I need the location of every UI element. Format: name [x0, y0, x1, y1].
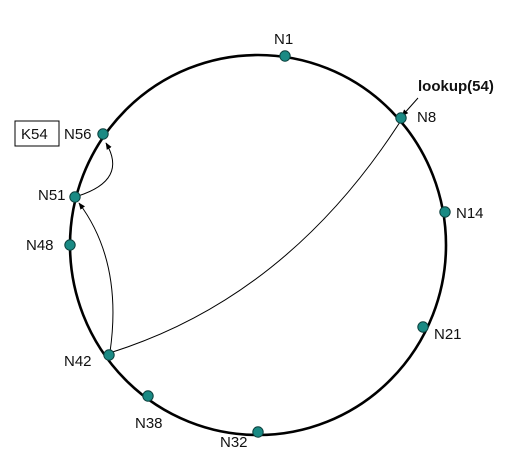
node-label: N1 — [274, 31, 293, 48]
node-n21: N21 — [417, 321, 462, 343]
node-label: N38 — [135, 415, 163, 432]
node-label: N51 — [38, 187, 66, 204]
node-n1: N1 — [274, 31, 293, 62]
key-box — [14, 120, 60, 147]
node-label: N48 — [26, 237, 54, 254]
node-marker — [142, 390, 154, 402]
identifier-ring — [68, 53, 448, 437]
node-marker — [252, 426, 264, 438]
node-n42: N42 — [64, 349, 115, 370]
node-label: N56 — [64, 126, 92, 143]
node-label: N8 — [417, 109, 436, 126]
node-n56: N56 — [64, 126, 109, 143]
node-n51: N51 — [38, 187, 81, 204]
node-marker — [69, 191, 81, 203]
node-label: N14 — [456, 205, 484, 222]
node-marker — [395, 112, 407, 124]
node-marker — [103, 349, 115, 361]
node-marker — [439, 206, 451, 218]
hop-arrow-n8-to-n42 — [105, 121, 401, 355]
node-marker — [97, 128, 109, 140]
key-label: K54 — [21, 126, 48, 143]
node-label: N42 — [64, 353, 92, 370]
node-label: N32 — [220, 434, 248, 451]
node-n48: N48 — [26, 237, 76, 254]
node-marker — [279, 50, 291, 62]
node-marker — [64, 239, 76, 251]
node-n8: N8 — [395, 109, 436, 126]
node-n32: N32 — [220, 426, 264, 451]
node-label: N21 — [434, 326, 462, 343]
hop-arrow-n42-to-n51 — [78, 202, 114, 353]
node-n14: N14 — [439, 205, 484, 222]
query-arrow — [401, 97, 419, 117]
node-marker — [417, 321, 429, 333]
node-n38: N38 — [135, 390, 163, 432]
hop-arrow-n51-to-n56 — [77, 142, 114, 197]
query-label: lookup(54) — [418, 78, 494, 95]
